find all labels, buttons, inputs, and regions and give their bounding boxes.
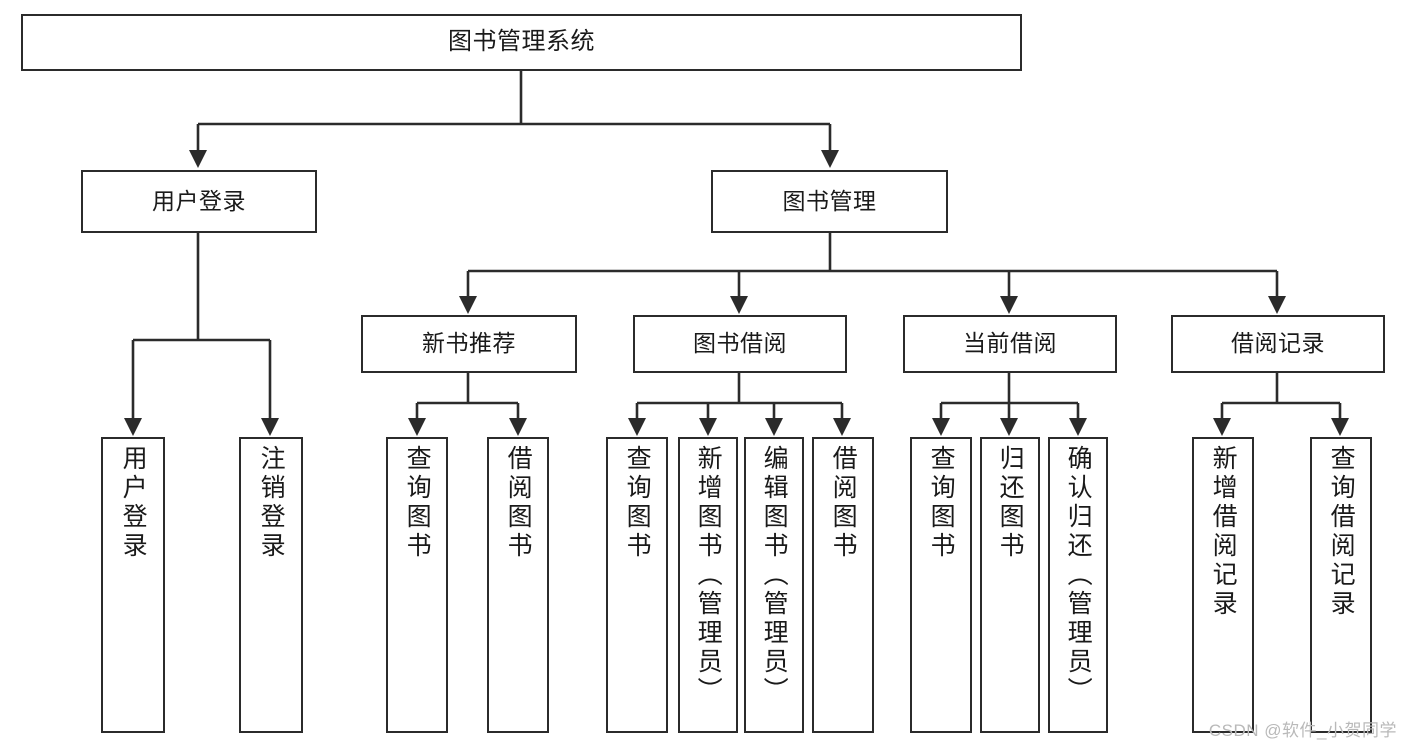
leaf-query-book-borrow[interactable]: 查询图书	[606, 437, 668, 733]
leaf-query-book-current[interactable]: 查询图书	[910, 437, 972, 733]
node-label: 新增借阅记录	[1209, 445, 1238, 619]
csdn-watermark: CSDN @软件_小贺同学	[1208, 721, 1397, 740]
node-label: 查询图书	[403, 445, 432, 561]
leaf-query-borrow-record[interactable]: 查询借阅记录	[1310, 437, 1372, 733]
leaf-user-login[interactable]: 用户登录	[101, 437, 165, 733]
node-book-borrow[interactable]: 图书借阅	[633, 315, 847, 373]
node-label: 借阅图书	[829, 445, 858, 561]
node-label: 图书管理系统	[448, 28, 595, 56]
node-label: 查询借阅记录	[1327, 445, 1356, 619]
node-label: 查询图书	[623, 445, 652, 561]
leaf-add-book[interactable]: 新增图书（管理员）	[678, 437, 738, 733]
leaf-query-book-recommend[interactable]: 查询图书	[386, 437, 448, 733]
node-label: 新增图书（管理员）	[694, 445, 723, 706]
node-label: 图书管理	[782, 187, 877, 214]
node-borrow-record[interactable]: 借阅记录	[1171, 315, 1385, 373]
node-label: 新书推荐	[422, 330, 516, 357]
node-label: 注销登录	[257, 445, 286, 561]
node-label: 图书借阅	[693, 330, 787, 357]
node-label: 借阅图书	[504, 445, 533, 561]
node-current-borrow[interactable]: 当前借阅	[903, 315, 1117, 373]
node-label: 当前借阅	[963, 330, 1057, 357]
leaf-return-book[interactable]: 归还图书	[980, 437, 1040, 733]
node-new-book-recommend[interactable]: 新书推荐	[361, 315, 577, 373]
node-label: 查询图书	[927, 445, 956, 561]
node-user-login[interactable]: 用户登录	[81, 170, 317, 233]
node-label: 编辑图书（管理员）	[760, 445, 789, 706]
node-label: 用户登录	[119, 445, 148, 561]
node-label: 用户登录	[152, 187, 246, 214]
node-label: 确认归还（管理员）	[1064, 445, 1093, 706]
node-root-system[interactable]: 图书管理系统	[21, 14, 1022, 71]
leaf-edit-book[interactable]: 编辑图书（管理员）	[744, 437, 804, 733]
leaf-borrow-book[interactable]: 借阅图书	[812, 437, 874, 733]
leaf-borrow-book-recommend[interactable]: 借阅图书	[487, 437, 549, 733]
leaf-confirm-return[interactable]: 确认归还（管理员）	[1048, 437, 1108, 733]
node-book-manage[interactable]: 图书管理	[711, 170, 948, 233]
node-label: 借阅记录	[1231, 330, 1325, 357]
leaf-logout[interactable]: 注销登录	[239, 437, 303, 733]
node-label: 归还图书	[996, 445, 1025, 561]
leaf-add-borrow-record[interactable]: 新增借阅记录	[1192, 437, 1254, 733]
